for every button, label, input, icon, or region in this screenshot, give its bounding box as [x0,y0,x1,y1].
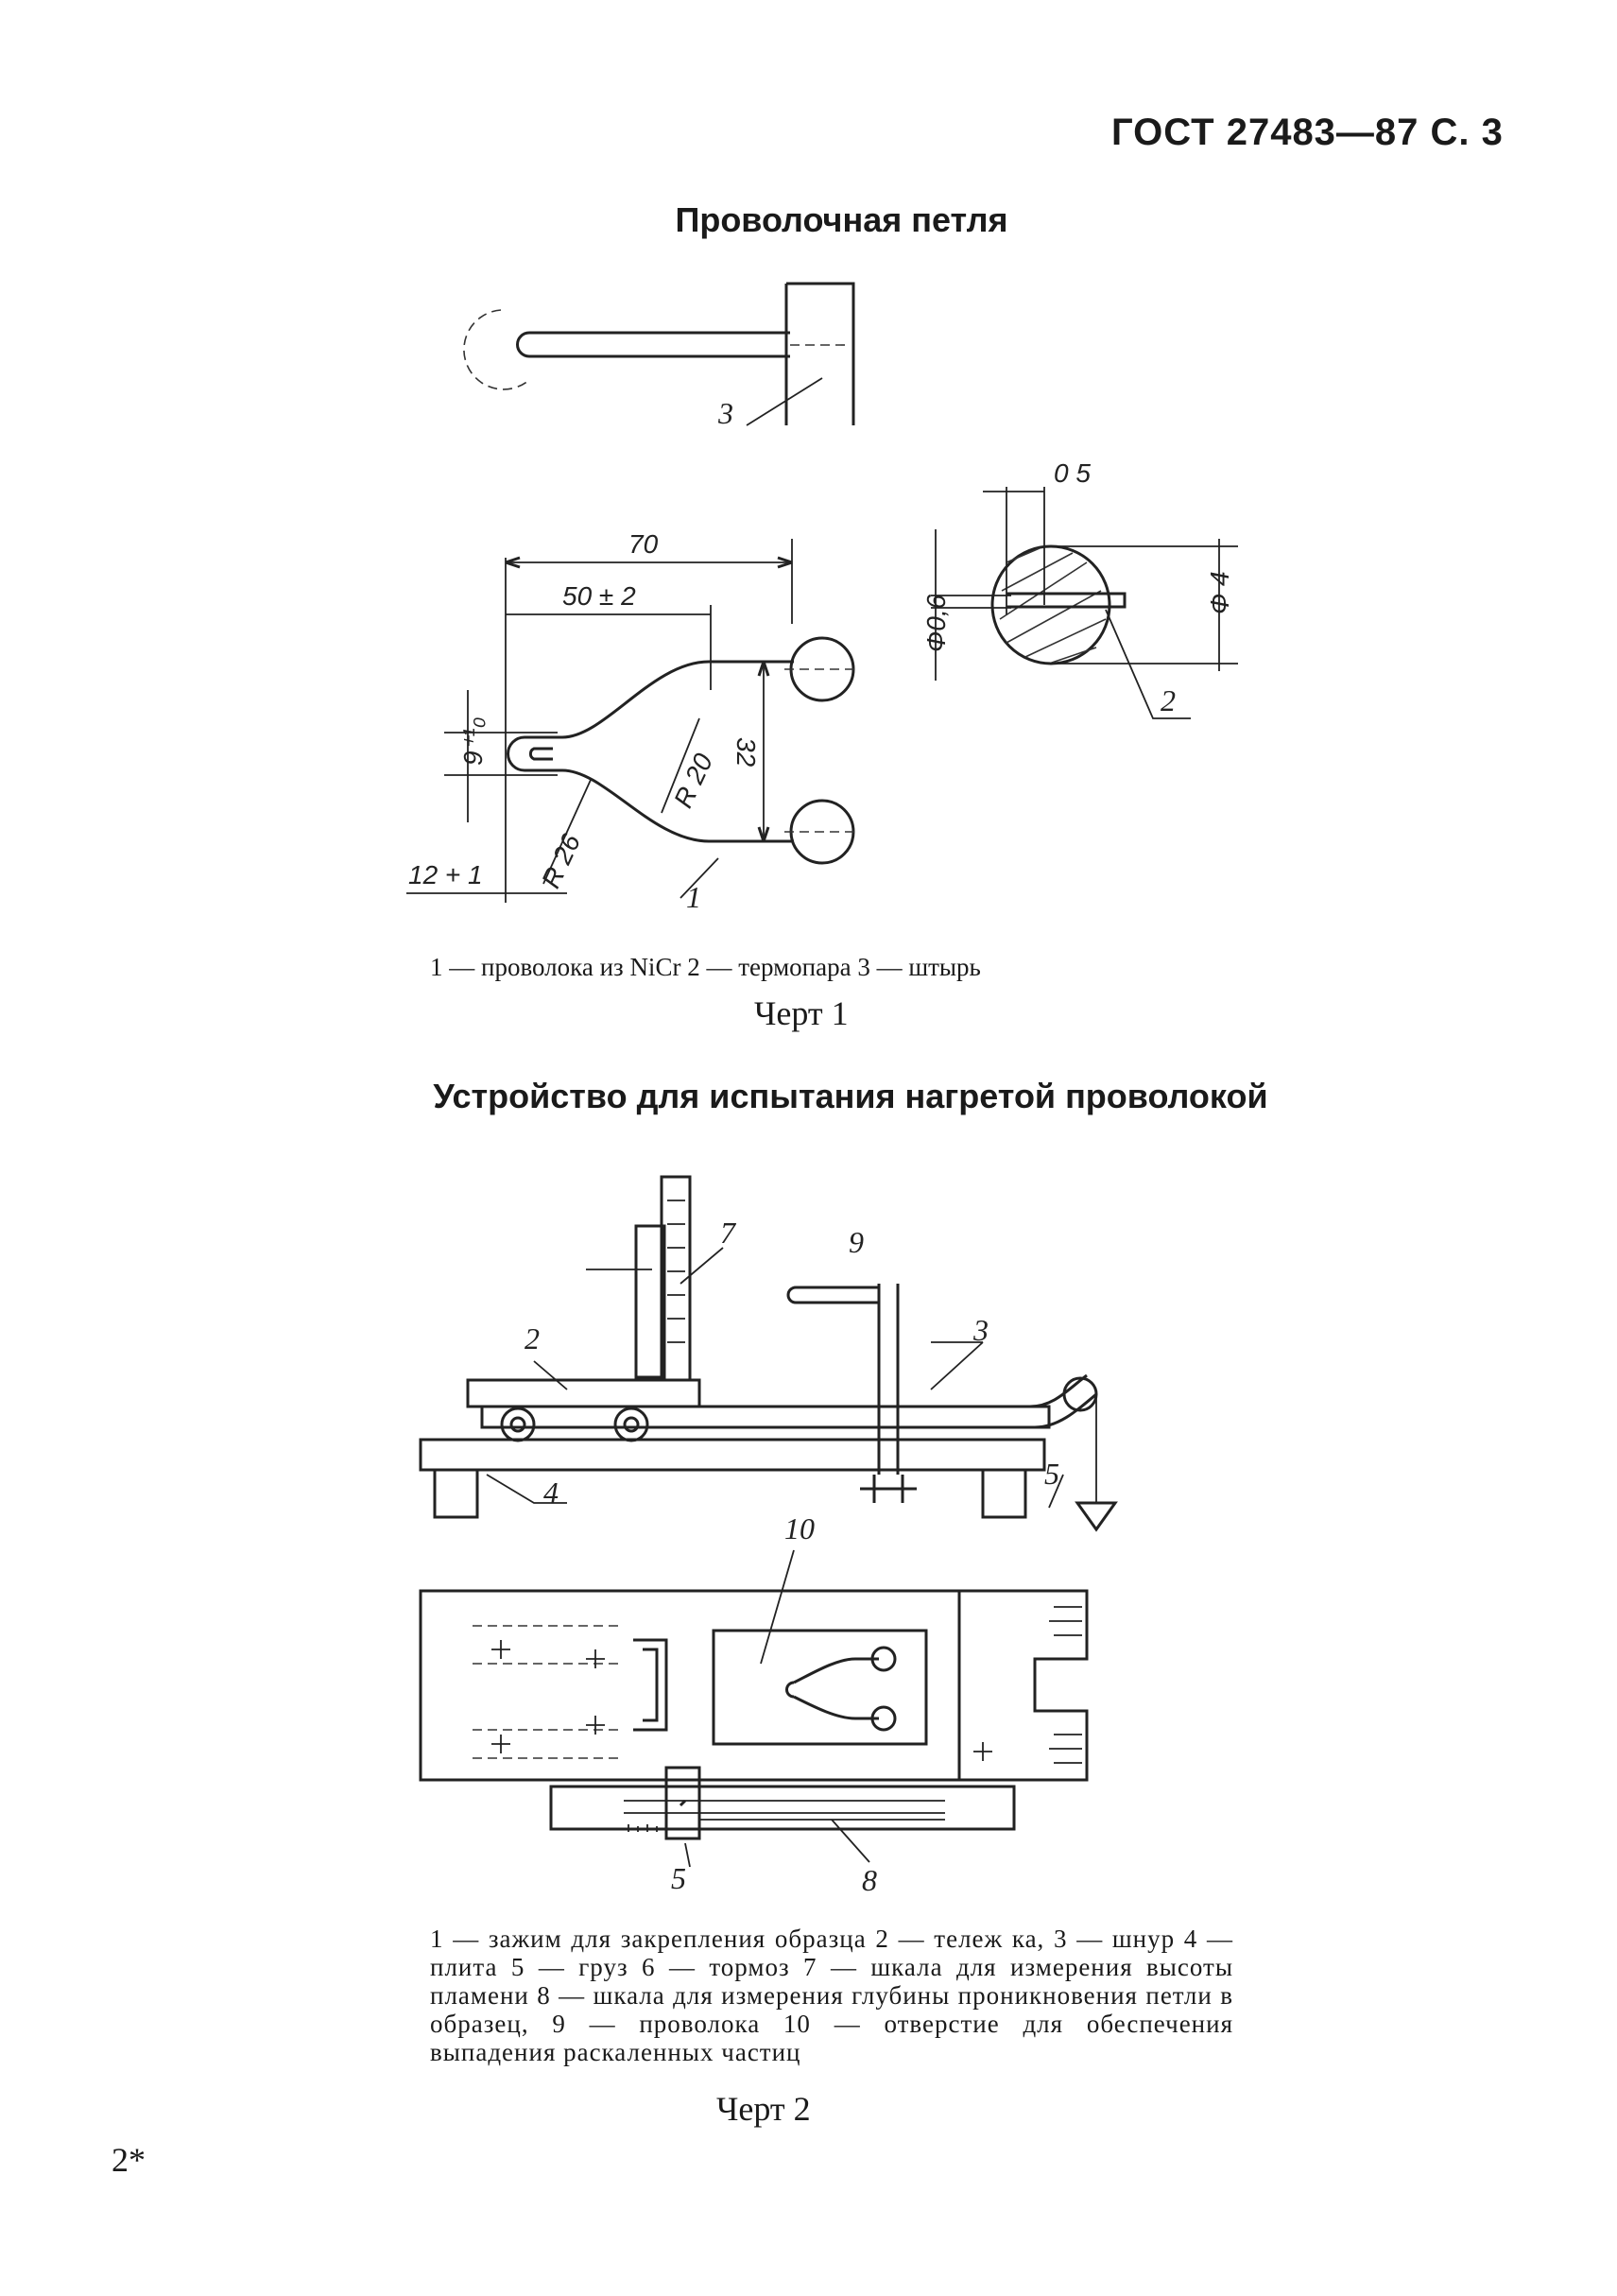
svg-text:4: 4 [543,1476,559,1510]
apparatus-plan-view [419,1549,1089,1868]
svg-text:2: 2 [525,1321,540,1355]
wire-loop-dimension-view [406,539,860,903]
page-header: ГОСТ 27483—87 С. 3 [1111,112,1504,153]
svg-text:7: 7 [720,1216,737,1250]
svg-text:0 5: 0 5 [1054,458,1091,488]
svg-text:8: 8 [862,1863,877,1897]
svg-text:5: 5 [671,1861,686,1895]
svg-text:12 + 1: 12 + 1 [408,860,483,889]
figure-1-title: Проволочная петля [675,200,1008,239]
svg-text:2: 2 [1161,683,1176,717]
svg-text:5: 5 [1044,1457,1059,1491]
figure-1-caption: Черт 1 [754,994,849,1032]
cross-section-view [931,487,1238,719]
figure-2-legend: 1 — зажим для закрепления образца 2 — те… [430,1925,1233,2066]
figure-2-caption: Черт 2 [716,2090,811,2128]
svg-text:10: 10 [784,1511,815,1545]
page-signature-mark: 2* [112,2141,146,2179]
svg-text:3: 3 [717,396,733,430]
figure-2-title: Устройство для испытания нагретой провол… [433,1077,1268,1115]
wire-loop-top-view [463,282,855,426]
svg-text:70: 70 [628,529,659,559]
svg-text:1: 1 [686,880,701,914]
svg-text:R 20: R 20 [668,749,718,812]
svg-text:Ф 4: Ф 4 [1205,571,1234,614]
leader-label-1 [679,857,719,899]
svg-text:Ф0,6: Ф0,6 [921,594,951,652]
svg-text:9⁺¹₀: 9⁺¹₀ [458,716,488,766]
apparatus-side-view [419,1175,1118,1532]
svg-text:9: 9 [849,1225,864,1259]
svg-text:50 ± 2: 50 ± 2 [562,581,636,611]
svg-text:3: 3 [972,1313,989,1347]
svg-text:32: 32 [731,737,761,768]
svg-text:R 26: R 26 [536,829,586,892]
figure-1-legend: 1 — проволока из NiCr 2 — термопара 3 — … [430,953,981,981]
